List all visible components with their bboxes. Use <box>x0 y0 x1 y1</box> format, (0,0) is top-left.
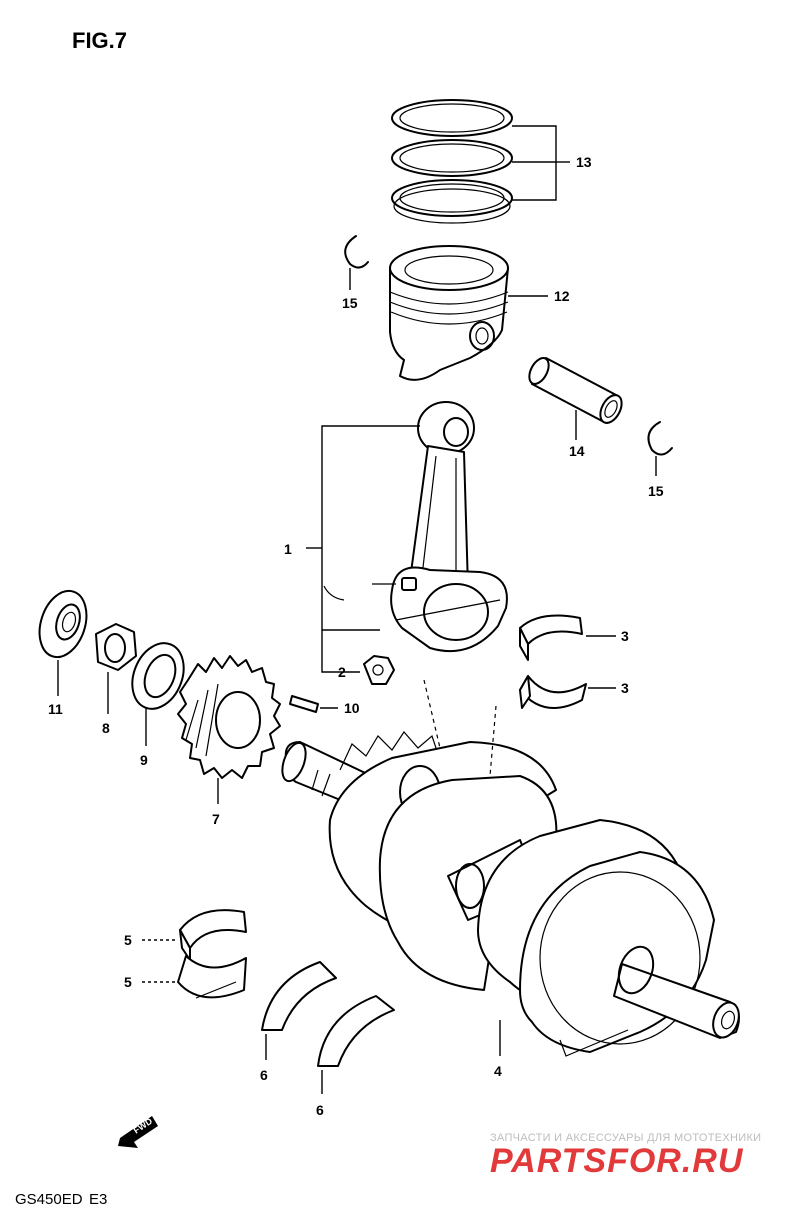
callout-7: 7 <box>212 811 220 827</box>
connecting-rod <box>390 401 508 653</box>
callout-13: 13 <box>576 154 592 170</box>
callout-8: 8 <box>102 720 110 736</box>
piston-rings <box>391 99 513 224</box>
callout-5a: 5 <box>124 932 132 948</box>
oil-seal <box>38 589 88 659</box>
callout-10: 10 <box>344 700 360 716</box>
callout-3b: 3 <box>621 680 629 696</box>
primary-drive-gear <box>177 655 281 779</box>
watermark-brand: PARTSFOR.RU <box>490 1142 744 1180</box>
washer <box>131 642 185 710</box>
thrust-bearing-right <box>317 995 395 1067</box>
callout-15b: 15 <box>648 483 664 499</box>
crankshaft-bearing-lower <box>177 955 247 999</box>
fwd-arrow-icon: FWD <box>118 1116 158 1148</box>
callout-1: 1 <box>284 541 292 557</box>
callout-9: 9 <box>140 752 148 768</box>
con-rod-bearing-upper <box>519 614 583 661</box>
watermark-tagline: ЗАПЧАСТИ И АКСЕССУАРЫ ДЛЯ МОТОТЕХНИКИ <box>490 1132 761 1144</box>
callout-6b: 6 <box>316 1102 324 1118</box>
piston-pin-circlip-lower <box>647 421 673 456</box>
crankshaft <box>281 731 740 1057</box>
callout-15a: 15 <box>342 295 358 311</box>
con-rod-nut <box>363 655 395 685</box>
thrust-bearing-left <box>261 961 337 1031</box>
callout-4: 4 <box>494 1063 502 1079</box>
figure-title: FIG.7 <box>72 28 127 53</box>
primary-drive-nut <box>95 623 137 671</box>
region-code: E3 <box>89 1191 107 1208</box>
piston-pin <box>528 357 623 424</box>
model-code: GS450ED <box>15 1191 83 1208</box>
piston <box>389 245 509 381</box>
woodruff-key <box>289 695 319 713</box>
con-rod-bearing-lower <box>519 675 587 709</box>
callout-5b: 5 <box>124 974 132 990</box>
callout-3a: 3 <box>621 628 629 644</box>
callout-14: 14 <box>569 443 585 459</box>
callout-6a: 6 <box>260 1067 268 1083</box>
callout-11: 11 <box>48 701 63 717</box>
crankshaft-bearing-upper <box>179 909 247 961</box>
piston-pin-circlip-upper <box>344 235 369 269</box>
callout-2: 2 <box>338 664 346 680</box>
callout-12: 12 <box>554 288 570 304</box>
